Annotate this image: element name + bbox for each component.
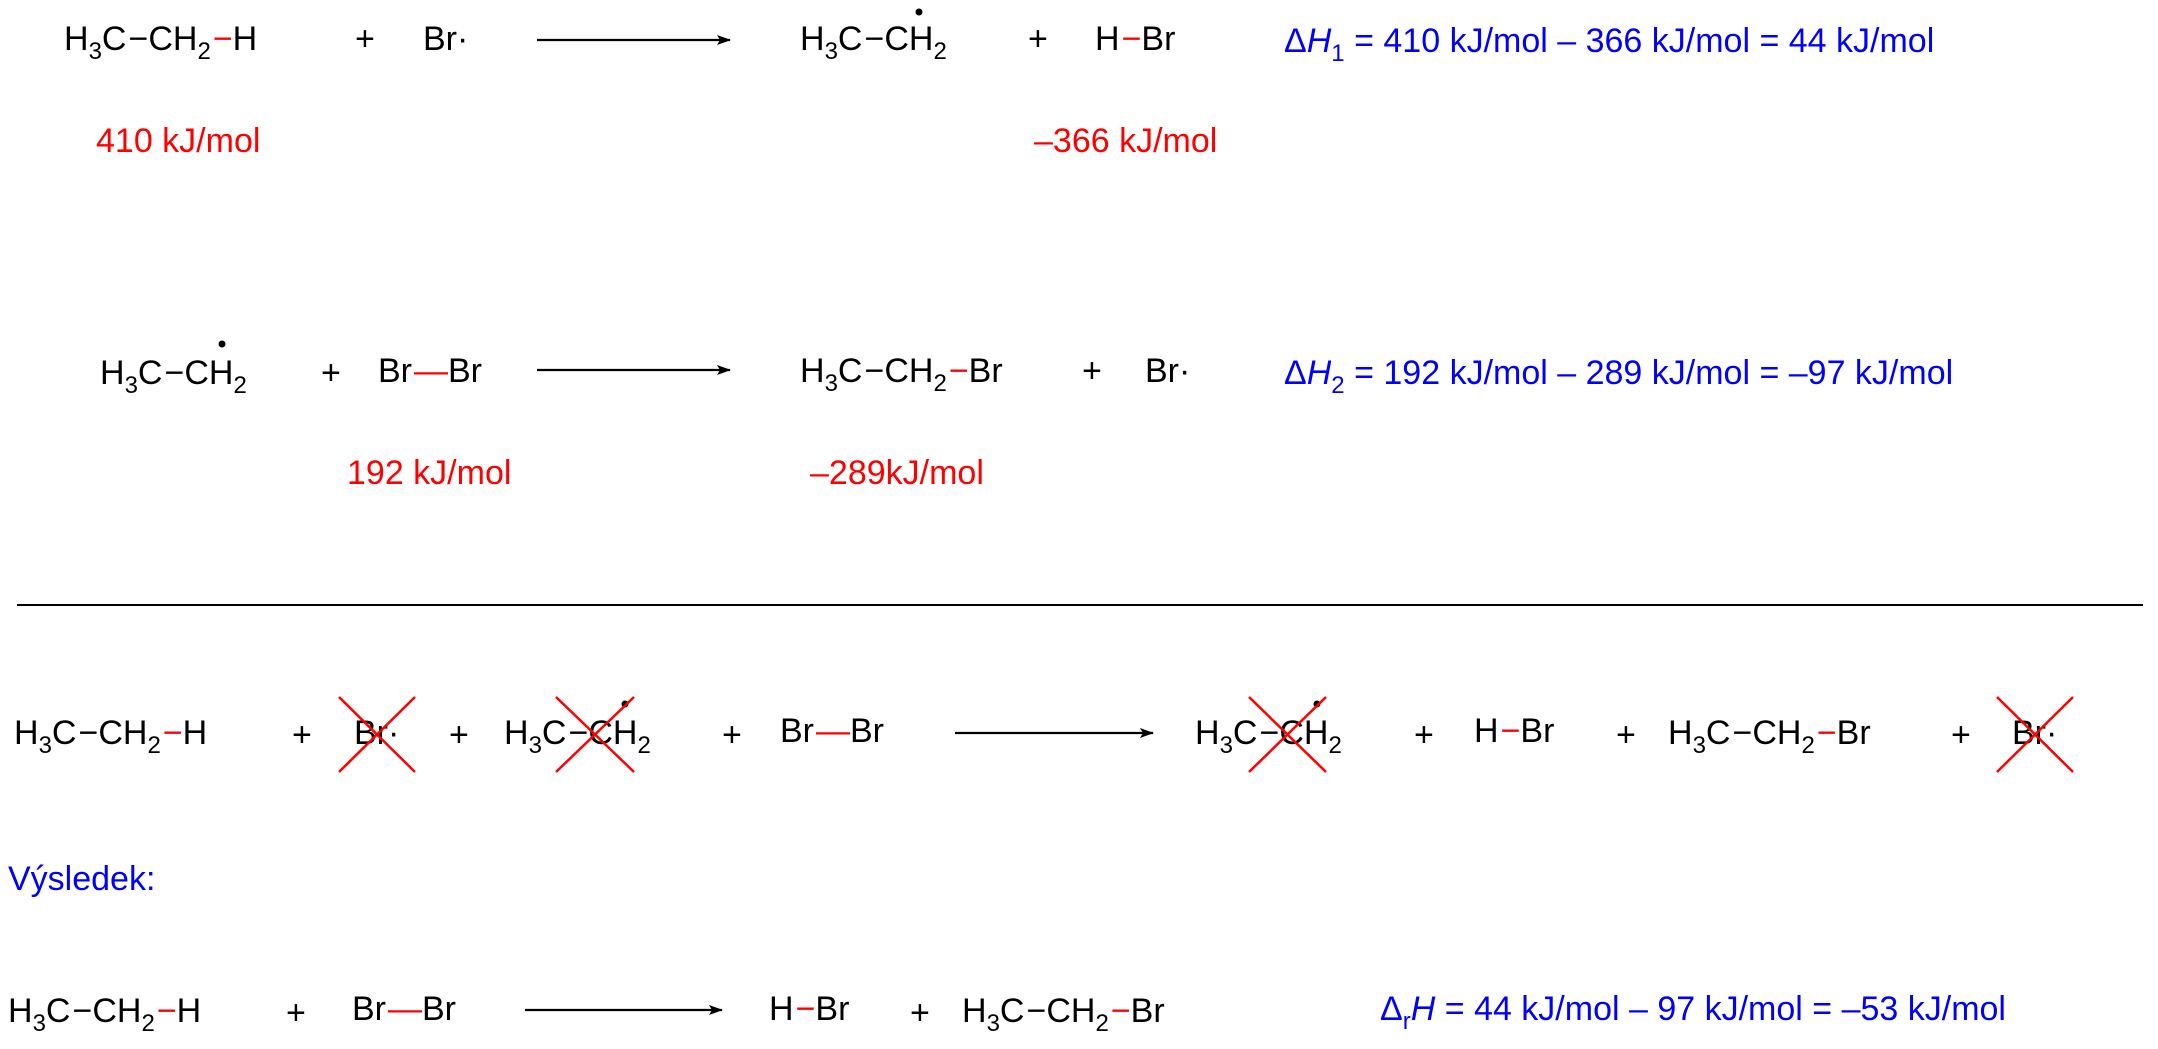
step2-radical-dot <box>218 340 226 348</box>
sum-product-ethyl-radical: H3C−CH2 <box>1195 714 1342 759</box>
step1-equation: H3C−CH2−H + Br· H3C−CH2 + H−Br 410 kJ/mo… <box>64 8 1934 160</box>
sum-plus: + <box>1414 716 1434 754</box>
step1-product-ethyl-radical: H3C−CH2 <box>800 20 947 65</box>
step1-plus: + <box>355 20 375 58</box>
step1-plus: + <box>1028 20 1048 58</box>
sum-reactant-ethyl-radical-crossed: H3C−CH2 <box>504 696 651 773</box>
step1-reactant-ethane: H3C−CH2−H <box>64 20 257 65</box>
step2-bond-energy-product: –289kJ/mol <box>810 454 984 492</box>
step2-product-br-radical: Br· <box>1145 352 1190 390</box>
sum-plus: + <box>449 716 469 754</box>
net-product-bromoethane: H3C−CH2−Br <box>962 992 1165 1037</box>
sum-plus: + <box>722 716 742 754</box>
step2-product-bromoethane: H3C−CH2−Br <box>800 352 1003 397</box>
step2-equation: H3C−CH2 + Br—Br H3C−CH2−Br + Br· 192 kJ/… <box>100 340 1953 492</box>
sum-equation: H3C−CH2−H + Br· + H3C−CH2 + Br—Br H3C−CH… <box>14 696 2074 773</box>
step1-enthalpy-calculation: ΔH1 = 410 kJ/mol – 366 kJ/mol = 44 kJ/mo… <box>1284 22 1934 67</box>
step2-reactant-br2: Br—Br <box>378 352 482 390</box>
net-plus: + <box>286 994 306 1032</box>
net-plus: + <box>910 994 930 1032</box>
step1-bond-energy-reactant: 410 kJ/mol <box>96 122 260 160</box>
sum-plus: + <box>292 716 312 754</box>
sum-plus: + <box>1951 716 1971 754</box>
step1-bond-energy-product: –366 kJ/mol <box>1034 122 1217 160</box>
step1-reactant-br-radical: Br· <box>423 20 468 58</box>
step2-plus: + <box>1082 352 1102 390</box>
sum-product-br-radical: Br· <box>2012 714 2057 752</box>
step2-reactant-ethyl-radical: H3C−CH2 <box>100 354 247 399</box>
net-enthalpy-calculation: ΔrH = 44 kJ/mol – 97 kJ/mol = –53 kJ/mol <box>1380 990 2006 1035</box>
step2-plus: + <box>321 354 341 392</box>
net-reactant-ethane: H3C−CH2−H <box>8 992 201 1037</box>
result-label: Výsledek: <box>8 860 155 898</box>
sum-product-br-radical-crossed: Br· <box>1996 696 2074 773</box>
sum-reactant-ethane: H3C−CH2−H <box>14 714 207 759</box>
sum-product-ethyl-radical-crossed: H3C−CH2 <box>1195 696 1342 773</box>
sum-reactant-br-radical: Br· <box>354 714 399 752</box>
sum-product-hbr: H−Br <box>1474 712 1554 750</box>
sum-product-bromoethane: H3C−CH2−Br <box>1668 714 1871 759</box>
step1-product-hbr: H−Br <box>1095 20 1175 58</box>
net-equation: H3C−CH2−H + Br—Br H−Br + H3C−CH2−Br ΔrH … <box>8 990 2006 1037</box>
sum-reactant-br2: Br—Br <box>780 712 884 750</box>
step1-radical-dot <box>915 8 923 16</box>
net-reactant-br2: Br—Br <box>352 990 456 1028</box>
step2-enthalpy-calculation: ΔH2 = 192 kJ/mol – 289 kJ/mol = –97 kJ/m… <box>1284 354 1953 399</box>
sum-reactant-br-radical-crossed: Br· <box>338 696 416 773</box>
sum-plus: + <box>1616 716 1636 754</box>
net-product-hbr: H−Br <box>769 990 849 1028</box>
sum-reactant-ethyl-radical: H3C−CH2 <box>504 714 651 759</box>
step2-bond-energy-reactant: 192 kJ/mol <box>347 454 511 492</box>
